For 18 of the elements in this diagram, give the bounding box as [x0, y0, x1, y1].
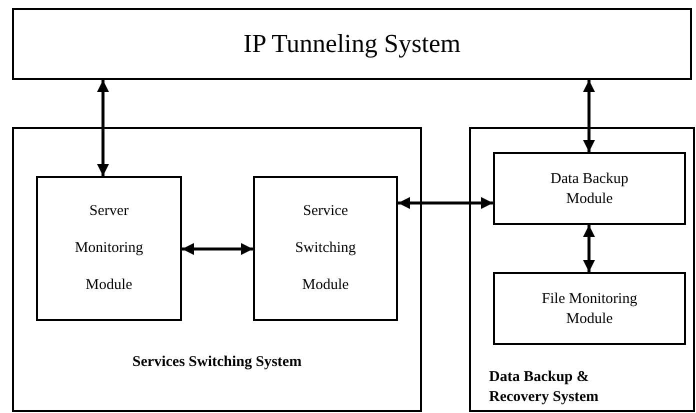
module-box — [36, 176, 182, 321]
module-box — [493, 152, 686, 225]
arrow — [97, 80, 109, 176]
module-label: File Monitoring Module — [540, 290, 638, 328]
system-panel — [469, 127, 695, 412]
arrow — [398, 197, 493, 209]
system-panel — [12, 127, 422, 412]
module-label: Server Monitoring Module — [74, 202, 144, 295]
module-label: Service Switching Module — [294, 202, 357, 295]
arrow — [583, 225, 595, 272]
module-box — [253, 176, 398, 321]
module-label: Data Backup Module — [550, 170, 630, 208]
system-heading: Services Switching System — [131, 353, 303, 372]
arrow — [583, 80, 595, 152]
arrow — [182, 243, 253, 255]
module-box — [493, 272, 686, 345]
system-box — [12, 8, 692, 80]
system-heading: Data Backup & Recovery System — [489, 368, 600, 407]
